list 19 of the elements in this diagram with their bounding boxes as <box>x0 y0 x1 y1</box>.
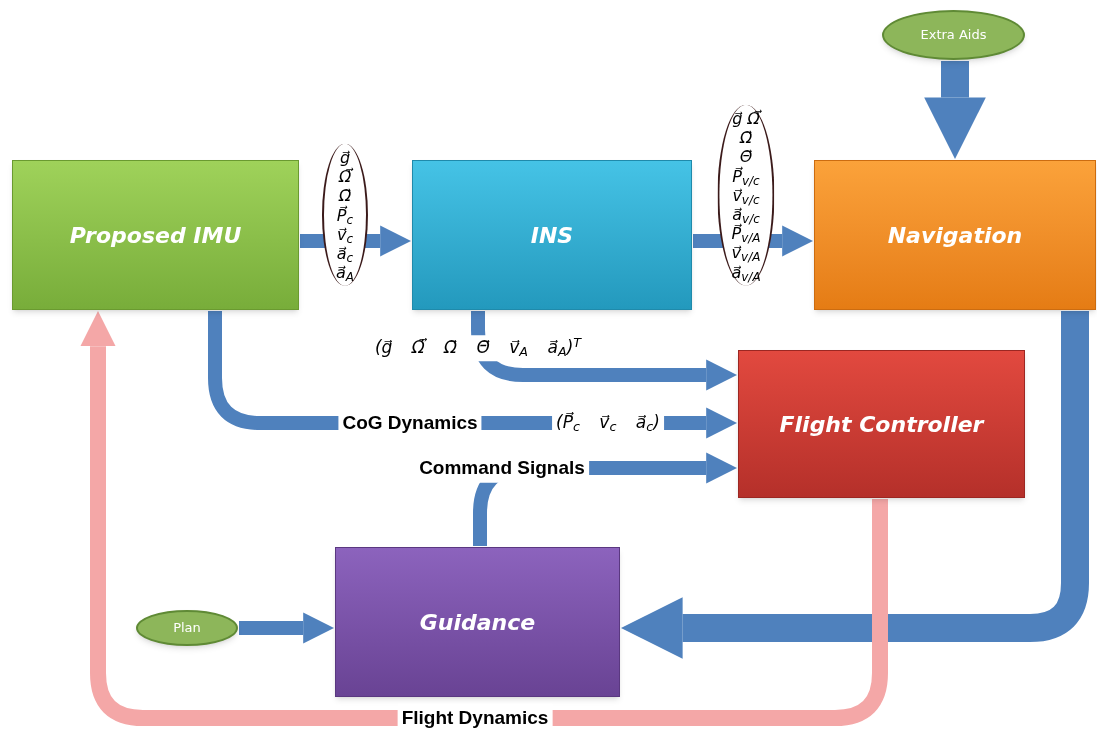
node-label: INS <box>530 221 574 250</box>
process-box <box>335 547 620 697</box>
node-label: Proposed IMU <box>69 221 242 250</box>
vector-label: g⃗ Ω̇⃗ Ω⃗ Θ⃗ P⃗$_{v/c}$ v⃗$_{v/c}$ a⃗$_{v/c}$ P⃗$_{v/A}$ v⃗$_{v/A}$ a⃗$_{v/A}$ <box>717 104 775 286</box>
arrow <box>924 61 986 159</box>
arrow <box>621 311 1089 659</box>
process-box <box>12 160 299 310</box>
vector-label: g⃗ Ω̇⃗ Ω⃗ P⃗$_{c}$ v⃗$_{c}$ a⃗$_{c}$ a⃗$_{A}$ <box>322 143 368 287</box>
process-box <box>814 160 1096 310</box>
process-box <box>738 350 1025 498</box>
node-label: Flight Controller <box>779 410 984 439</box>
process-box <box>412 160 692 310</box>
node-label: Plan <box>173 619 201 638</box>
arrow <box>80 311 888 726</box>
node-label: Guidance <box>419 608 536 637</box>
node-label: Extra Aids <box>920 26 987 45</box>
node-label: Navigation <box>887 221 1023 250</box>
arrow <box>239 612 334 644</box>
input-ellipse <box>136 610 238 646</box>
